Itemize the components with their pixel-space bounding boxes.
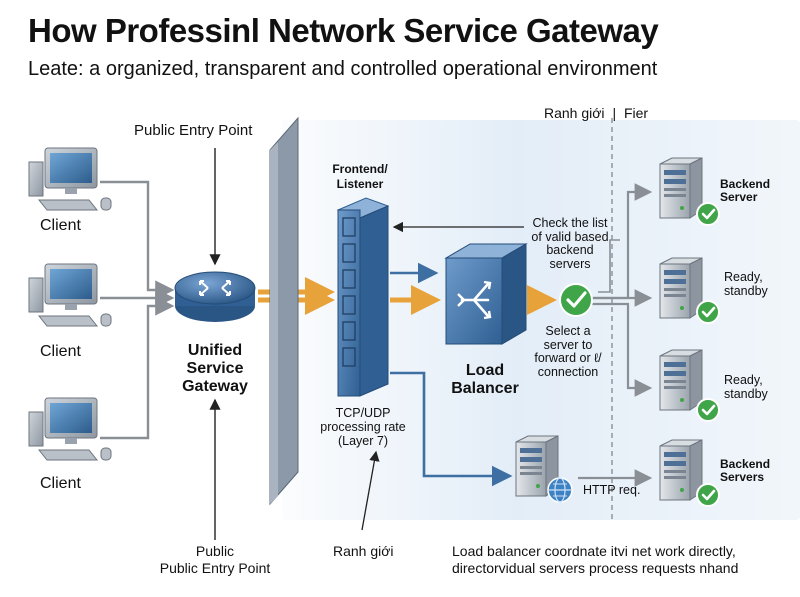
router-icon <box>174 271 256 322</box>
fanout-aux <box>598 239 620 293</box>
check-circle-icon <box>695 201 721 227</box>
select-server-caption: Select a server to forward or ℓ/ connect… <box>534 324 602 379</box>
page-subtitle: Leate: a organized, transparent and cont… <box>28 58 658 80</box>
page-title: How Professinl Network Service Gateway <box>28 12 659 49</box>
fanout-server3 <box>592 302 653 397</box>
bottom-boundary-caption: Ranh giới <box>333 543 394 559</box>
server-caption: Ready,standby <box>724 270 768 298</box>
globe-icon <box>547 477 573 503</box>
tcp-caption-arrow <box>361 450 380 531</box>
check-list-caption: Check the list of valid based backend se… <box>531 216 609 271</box>
client-label: Client <box>40 343 81 360</box>
server-tower-icon <box>659 349 703 411</box>
load-balancer-icon <box>444 243 528 345</box>
desktop-computer-icon <box>28 397 112 461</box>
client1-link <box>100 180 175 300</box>
server-tower-icon <box>659 257 703 319</box>
desktop-computer-icon <box>28 147 112 211</box>
public-entry-label: Public Entry Point <box>134 122 253 139</box>
gateway-caption: Unified Service Gateway <box>182 342 248 395</box>
client-label: Client <box>40 217 81 234</box>
http-req-label: HTTP req. <box>583 483 641 497</box>
client3-link <box>100 296 175 440</box>
client-label: Client <box>40 475 81 492</box>
frontend-to-http-server-arrow <box>390 371 513 487</box>
desktop-computer-icon <box>28 263 112 327</box>
check-circle-icon <box>695 482 721 508</box>
load-balancer-caption: Load Balancer <box>451 362 519 397</box>
bottom-note: Load balancer coordnate itvi net work di… <box>452 543 739 576</box>
check-circle-icon <box>695 299 721 325</box>
tcp-caption: TCP/UDP processing rate (Layer 7) <box>320 406 406 448</box>
frontend-caption: Frontend/ Listener <box>332 162 388 191</box>
check-circle-icon <box>559 283 593 317</box>
server-tower-icon <box>659 439 703 501</box>
check-circle-icon <box>695 397 721 423</box>
boundary-wall <box>269 116 299 506</box>
server-caption: Ready,standby <box>724 373 768 401</box>
bottom-public-caption: Public Public Entry Point <box>159 543 271 576</box>
server-tower-icon <box>659 157 703 219</box>
boundary-top-label: Ranh giới | Fier <box>544 105 649 121</box>
switch-stack-icon <box>336 197 390 397</box>
